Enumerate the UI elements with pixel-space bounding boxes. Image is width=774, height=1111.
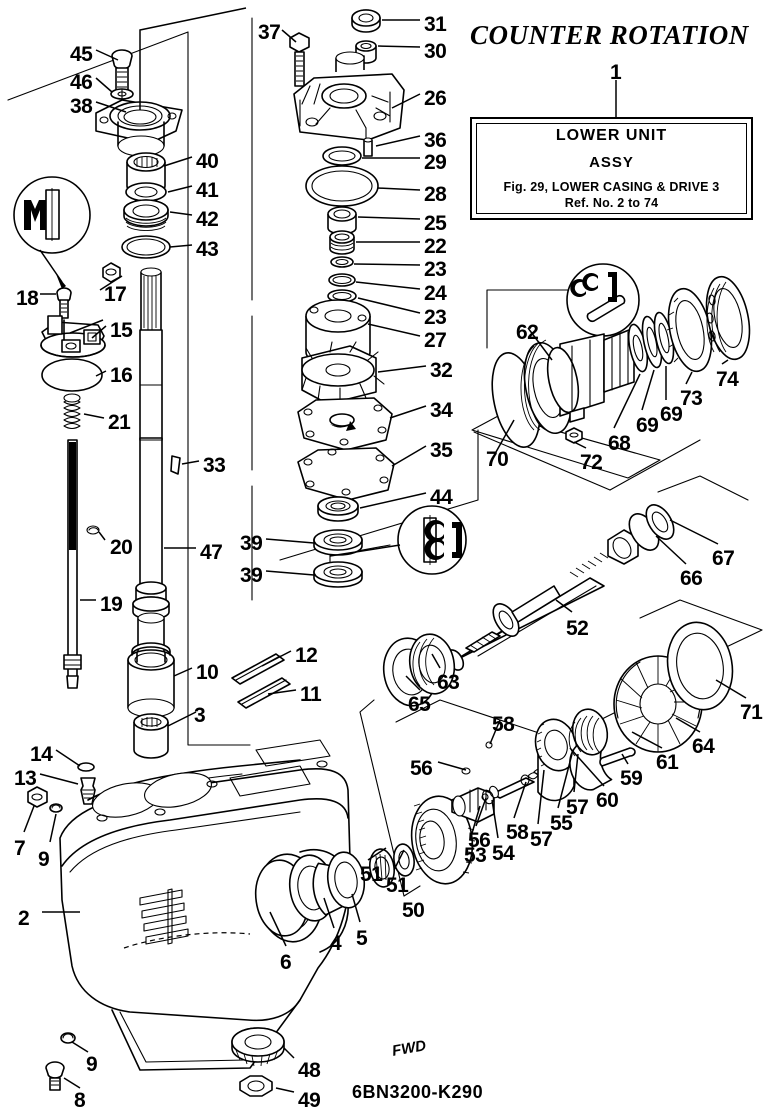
- callout-46: 46: [70, 71, 93, 94]
- callout-73: 73: [680, 387, 703, 410]
- callout-59: 59: [620, 767, 643, 790]
- callout-57a: 57: [530, 828, 553, 851]
- callout-30: 30: [424, 40, 447, 63]
- callout-42: 42: [196, 208, 219, 231]
- title-box-line4: Ref. No. 2 to 74: [564, 196, 659, 210]
- callout-44: 44: [430, 486, 453, 509]
- callout-21: 21: [108, 411, 131, 434]
- callout-56b: 56: [468, 829, 491, 852]
- callout-50: 50: [402, 899, 425, 922]
- title-box-line3: Fig. 29, LOWER CASING & DRIVE 3: [503, 180, 720, 194]
- callout-8: 8: [74, 1089, 86, 1111]
- callout-16: 16: [110, 364, 133, 387]
- callout-25: 25: [424, 212, 447, 235]
- callout-22: 22: [424, 235, 447, 258]
- callout-61: 61: [656, 751, 679, 774]
- callout-51b: 51: [386, 874, 409, 897]
- callout-3: 3: [194, 704, 206, 727]
- callout-5: 5: [356, 927, 368, 950]
- callout-58a: 58: [492, 713, 515, 736]
- callout-36: 36: [424, 129, 447, 152]
- callout-67: 67: [712, 547, 735, 570]
- callout-7: 7: [14, 837, 26, 860]
- callout-58b: 58: [506, 821, 529, 844]
- callout-20: 20: [110, 536, 133, 559]
- callout-37: 37: [258, 21, 281, 44]
- callout-32: 32: [430, 359, 453, 382]
- title-box-line1: LOWER UNIT: [555, 127, 668, 144]
- callout-51a: 51: [360, 863, 383, 886]
- callout-28: 28: [424, 183, 447, 206]
- callout-72: 72: [580, 451, 603, 474]
- callout-9b: 9: [86, 1053, 98, 1076]
- callout-13: 13: [14, 767, 37, 790]
- page-title: COUNTER ROTATION: [470, 20, 749, 50]
- callout-70: 70: [486, 448, 509, 471]
- callout-33: 33: [203, 454, 226, 477]
- part-number: 6BN3200-K290: [352, 1082, 484, 1102]
- callout-71: 71: [740, 701, 763, 724]
- title-box-line2: ASSY: [589, 154, 634, 171]
- callout-23a: 23: [424, 258, 447, 281]
- callout-62: 62: [516, 321, 539, 344]
- callout-40: 40: [196, 150, 219, 173]
- callout-39b: 39: [240, 564, 263, 587]
- callout-69a: 69: [636, 414, 659, 437]
- callout-68: 68: [608, 432, 631, 455]
- callout-17: 17: [104, 283, 127, 306]
- callout-60: 60: [596, 789, 619, 812]
- callout-39a: 39: [240, 532, 263, 555]
- callout-65: 65: [408, 693, 431, 716]
- callout-2: 2: [18, 907, 30, 930]
- callout-74: 74: [716, 368, 739, 391]
- callout-52: 52: [566, 617, 589, 640]
- callout-15: 15: [110, 319, 133, 342]
- callout-54: 54: [492, 842, 515, 865]
- callout-69b: 69: [660, 403, 683, 426]
- callout-57b: 57: [566, 796, 589, 819]
- callout-18: 18: [16, 287, 39, 310]
- title-box: LOWER UNIT ASSY Fig. 29, LOWER CASING & …: [470, 117, 753, 220]
- callout-43: 43: [196, 238, 219, 261]
- callout-10: 10: [196, 661, 219, 684]
- callout-19: 19: [100, 593, 123, 616]
- callout-41: 41: [196, 179, 219, 202]
- callout-11: 11: [300, 683, 322, 706]
- callout-6: 6: [280, 951, 292, 974]
- callout-31: 31: [424, 13, 447, 36]
- callout-24: 24: [424, 282, 447, 305]
- callout-12: 12: [295, 644, 318, 667]
- callout-4: 4: [330, 932, 342, 955]
- callout-63: 63: [437, 671, 460, 694]
- callout-26: 26: [424, 87, 447, 110]
- callout-1: 1: [610, 61, 622, 84]
- callout-66: 66: [680, 567, 703, 590]
- callout-53: 53: [464, 844, 487, 867]
- callout-34: 34: [430, 399, 453, 422]
- callout-38: 38: [70, 95, 93, 118]
- callout-23b: 23: [424, 306, 447, 329]
- callout-64: 64: [692, 735, 715, 758]
- callout-48: 48: [298, 1059, 321, 1082]
- callout-14: 14: [30, 743, 53, 766]
- callout-56a: 56: [410, 757, 433, 780]
- callout-55: 55: [550, 812, 573, 835]
- callout-27: 27: [424, 329, 447, 352]
- callout-9a: 9: [38, 848, 50, 871]
- callout-49: 49: [298, 1089, 321, 1111]
- callout-47: 47: [200, 541, 223, 564]
- callout-35: 35: [430, 439, 453, 462]
- callout-45: 45: [70, 43, 93, 66]
- callout-29: 29: [424, 151, 447, 174]
